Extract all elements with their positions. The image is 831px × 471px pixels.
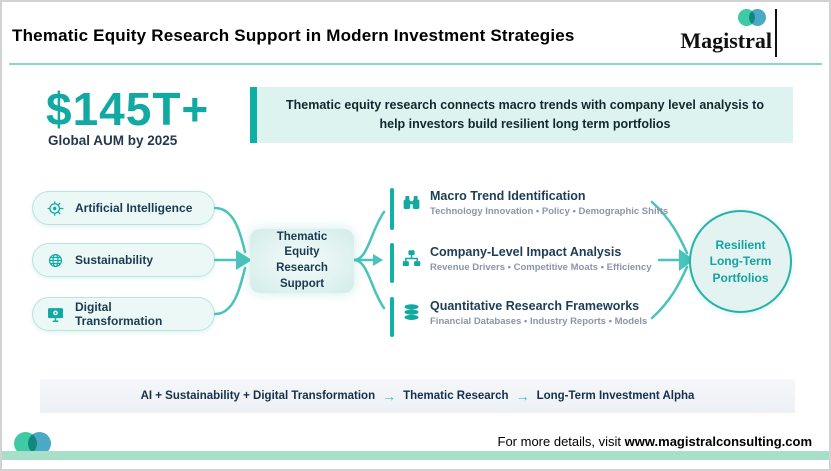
hub-node: Thematic Equity Research Support — [250, 229, 354, 293]
theme-label: Digital Transformation — [75, 300, 163, 328]
theme-pill-digital-transformation: Digital Transformation — [32, 297, 215, 331]
intro-callout: Thematic equity research connects macro … — [250, 87, 793, 143]
service-accent-bar — [390, 297, 394, 337]
right-arrow-icon: → — [515, 388, 530, 404]
magistral-logo: Magistral — [658, 8, 778, 58]
stat-label: Global AUM by 2025 — [48, 133, 178, 148]
database-icon — [404, 304, 419, 320]
hub-label: Thematic Equity Research Support — [276, 230, 328, 290]
outcome-circle: Resilient Long-Term Portfolios — [689, 210, 792, 313]
stat-value: $145T+ — [46, 83, 210, 135]
org-chart-icon — [402, 250, 421, 266]
theme-pill-sustainability: Sustainability — [32, 243, 215, 277]
theme-pill-artificial-intelligence: Artificial Intelligence — [32, 191, 215, 225]
logo-circle-blue-icon — [749, 9, 766, 26]
formula-part: Thematic Research — [403, 390, 509, 402]
right-arrow-icon: → — [382, 388, 397, 404]
footer-green-bar — [2, 451, 829, 460]
website-link[interactable]: www.magistralconsulting.com — [624, 434, 812, 449]
formula-banner: AI + Sustainability + Digital Transforma… — [40, 379, 795, 413]
logo-divider-bar — [775, 9, 777, 57]
globe-icon — [48, 253, 63, 267]
logo-wordmark: Magistral — [680, 28, 772, 53]
service-subtitle: Revenue Drivers • Competitive Moats • Ef… — [430, 262, 652, 273]
connector-left-top — [213, 206, 247, 254]
service-macro-trend: Macro Trend Identification Technology In… — [401, 189, 669, 217]
connector-left-bottom — [213, 266, 247, 316]
theme-label: Artificial Intelligence — [75, 201, 193, 215]
ai-circuit-icon — [47, 200, 64, 216]
footer-cta: For more details, visit www.magistralcon… — [498, 434, 813, 449]
formula-part: Long-Term Investment Alpha — [536, 390, 695, 402]
connector-right-bottom — [352, 258, 386, 310]
service-accent-bar — [390, 188, 394, 230]
logo-circles-icon — [738, 9, 766, 26]
monitor-gear-icon — [47, 307, 64, 322]
service-title: Company-Level Impact Analysis — [430, 245, 622, 259]
formula-part: AI + Sustainability + Digital Transforma… — [140, 390, 376, 402]
service-subtitle: Financial Databases • Industry Reports •… — [430, 316, 648, 327]
service-accent-bar — [390, 243, 394, 283]
service-title: Macro Trend Identification — [430, 189, 586, 203]
footer-logo-circle-blue-icon — [28, 432, 51, 455]
header-divider — [9, 63, 822, 65]
intro-text: Thematic equity research connects macro … — [286, 98, 764, 131]
arrowhead-into-services-icon — [373, 254, 383, 266]
page-title: Thematic Equity Research Support in Mode… — [12, 26, 575, 45]
connector-right-top — [352, 210, 386, 262]
theme-label: Sustainability — [75, 253, 154, 267]
service-company-impact: Company-Level Impact Analysis Revenue Dr… — [401, 245, 669, 273]
service-subtitle: Technology Innovation • Policy • Demogra… — [430, 206, 669, 217]
footer-cta-prefix: For more details, visit — [497, 434, 622, 449]
service-title: Quantitative Research Frameworks — [430, 299, 640, 313]
outcome-label: Resilient Long-Term Portfolios — [709, 238, 772, 285]
service-quant-frameworks: Quantitative Research Frameworks Financi… — [401, 299, 669, 327]
binoculars-icon — [403, 195, 420, 210]
